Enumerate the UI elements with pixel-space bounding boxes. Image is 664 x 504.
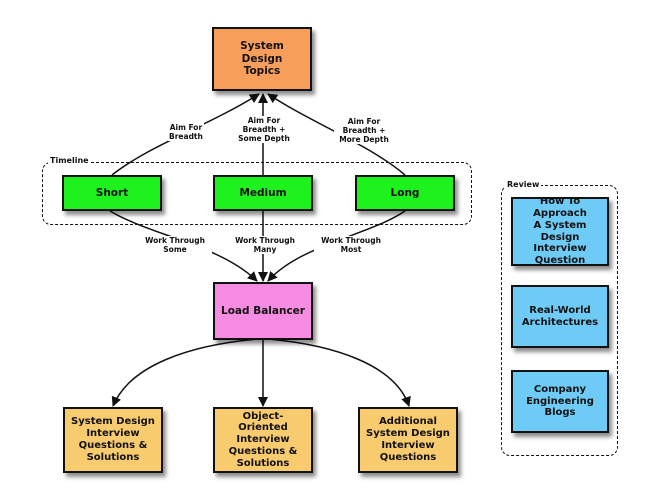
additional-questions-label: Additional System Design Interview Quest… — [366, 416, 450, 463]
architectures-node[interactable]: Real-World Architectures — [511, 285, 609, 348]
blogs-node[interactable]: Company Engineering Blogs — [511, 370, 609, 433]
oo-questions-node[interactable]: Object-Oriented Interview Questions & So… — [213, 407, 313, 473]
timeline-long-node[interactable]: Long — [355, 175, 455, 211]
load-balancer-node[interactable]: Load Balancer — [213, 282, 313, 340]
sd-questions-node[interactable]: System Design Interview Questions & Solu… — [63, 407, 163, 473]
edge-label-medium-to-lb: Work Through Many — [228, 236, 302, 254]
architectures-label: Real-World Architectures — [521, 304, 599, 328]
approach-label: How To Approach A System Design Intervie… — [533, 196, 587, 267]
timeline-group — [42, 162, 472, 225]
timeline-short-label: Short — [95, 186, 129, 199]
edge-label-short-to-topics: Aim For Breadth — [168, 123, 204, 141]
edge-label-long-to-lb: Work Through Most — [314, 236, 388, 254]
edge-label-short-to-lb: Work Through Some — [138, 236, 212, 254]
timeline-long-label: Long — [390, 186, 420, 199]
review-group-label: Review — [505, 180, 542, 189]
approach-node[interactable]: How To Approach A System Design Intervie… — [511, 196, 609, 267]
timeline-group-label: Timeline — [48, 156, 91, 165]
load-balancer-label: Load Balancer — [221, 304, 305, 317]
sd-questions-label: System Design Interview Questions & Solu… — [71, 416, 155, 463]
timeline-medium-node[interactable]: Medium — [213, 175, 313, 211]
blogs-label: Company Engineering Blogs — [526, 383, 594, 419]
edge-lb-to-additional-questions — [267, 338, 411, 407]
timeline-medium-label: Medium — [239, 186, 287, 199]
edge-label-medium-to-topics: Aim For Breadth + Some Depth — [232, 116, 296, 143]
timeline-short-node[interactable]: Short — [62, 175, 162, 211]
system-design-topics-node[interactable]: System Design Topics — [212, 27, 312, 91]
oo-questions-label: Object-Oriented Interview Questions & So… — [228, 410, 298, 469]
system-design-topics-label: System Design Topics — [240, 40, 284, 78]
additional-questions-node[interactable]: Additional System Design Interview Quest… — [358, 407, 458, 473]
edge-lb-to-sd-questions — [111, 338, 259, 407]
edge-label-long-to-topics: Aim For Breadth + More Depth — [334, 117, 394, 144]
review-group — [501, 185, 618, 456]
